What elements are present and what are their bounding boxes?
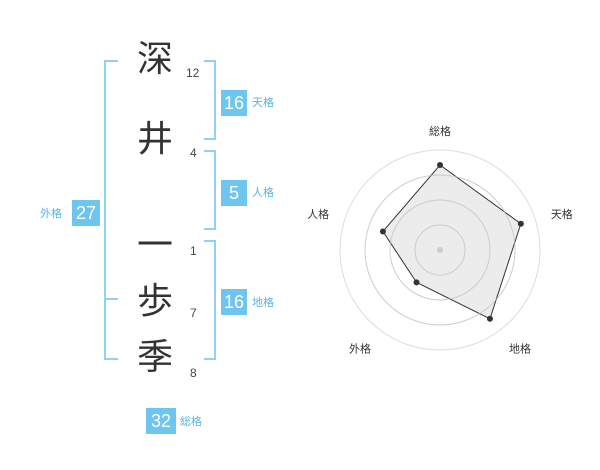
- radar-point-天格: [517, 220, 524, 227]
- stroke-count-5: 8: [190, 366, 197, 380]
- chikaku-label: 地格: [252, 296, 274, 309]
- jinkaku-value-badge: 5: [221, 180, 247, 206]
- gaikaku-bracket: [104, 60, 118, 360]
- stroke-count-1: 12: [186, 66, 200, 80]
- stroke-count-3: 1: [190, 244, 197, 258]
- radar-axis-label-人格: 人格: [307, 207, 329, 221]
- name-char-4: 歩: [136, 281, 173, 322]
- radar-axis-label-総格: 総格: [429, 124, 451, 138]
- radar-axis-label-地格: 地格: [509, 342, 531, 356]
- soukaku-label: 総格: [180, 415, 202, 428]
- tenkaku-value-badge: 16: [221, 90, 247, 116]
- name-char-2: 井: [136, 119, 173, 160]
- name-char-5: 季: [136, 337, 173, 378]
- radar-ring-overlay-3: [364, 174, 516, 326]
- radar-point-外格: [413, 279, 420, 286]
- radar-ring-overlay-2: [389, 199, 491, 301]
- jinkaku-bracket: [204, 150, 216, 230]
- radar-ring-overlay-1: [414, 224, 466, 276]
- name-char-1: 深: [136, 39, 173, 80]
- tenkaku-label: 天格: [252, 96, 274, 109]
- gaikaku-label: 外格: [40, 207, 62, 220]
- radar-axis-label-天格: 天格: [551, 207, 573, 221]
- stroke-count-4: 7: [190, 306, 197, 320]
- radar-point-人格: [379, 228, 386, 235]
- soukaku-value-badge: 32: [146, 408, 176, 434]
- jinkaku-label: 人格: [252, 186, 274, 199]
- gaikaku-value-badge: 27: [72, 200, 100, 226]
- name-char-3: 一: [136, 225, 173, 266]
- chikaku-value-badge: 16: [221, 289, 247, 315]
- tenkaku-bracket: [204, 60, 216, 140]
- radar-axis-label-外格: 外格: [349, 342, 371, 356]
- radar-point-地格: [486, 315, 493, 322]
- radar-point-総格: [437, 162, 443, 168]
- chikaku-bracket: [204, 240, 216, 360]
- stroke-count-2: 4: [190, 146, 197, 160]
- gaikaku-bracket-tick: [104, 298, 118, 300]
- radar-center-dot: [437, 247, 443, 253]
